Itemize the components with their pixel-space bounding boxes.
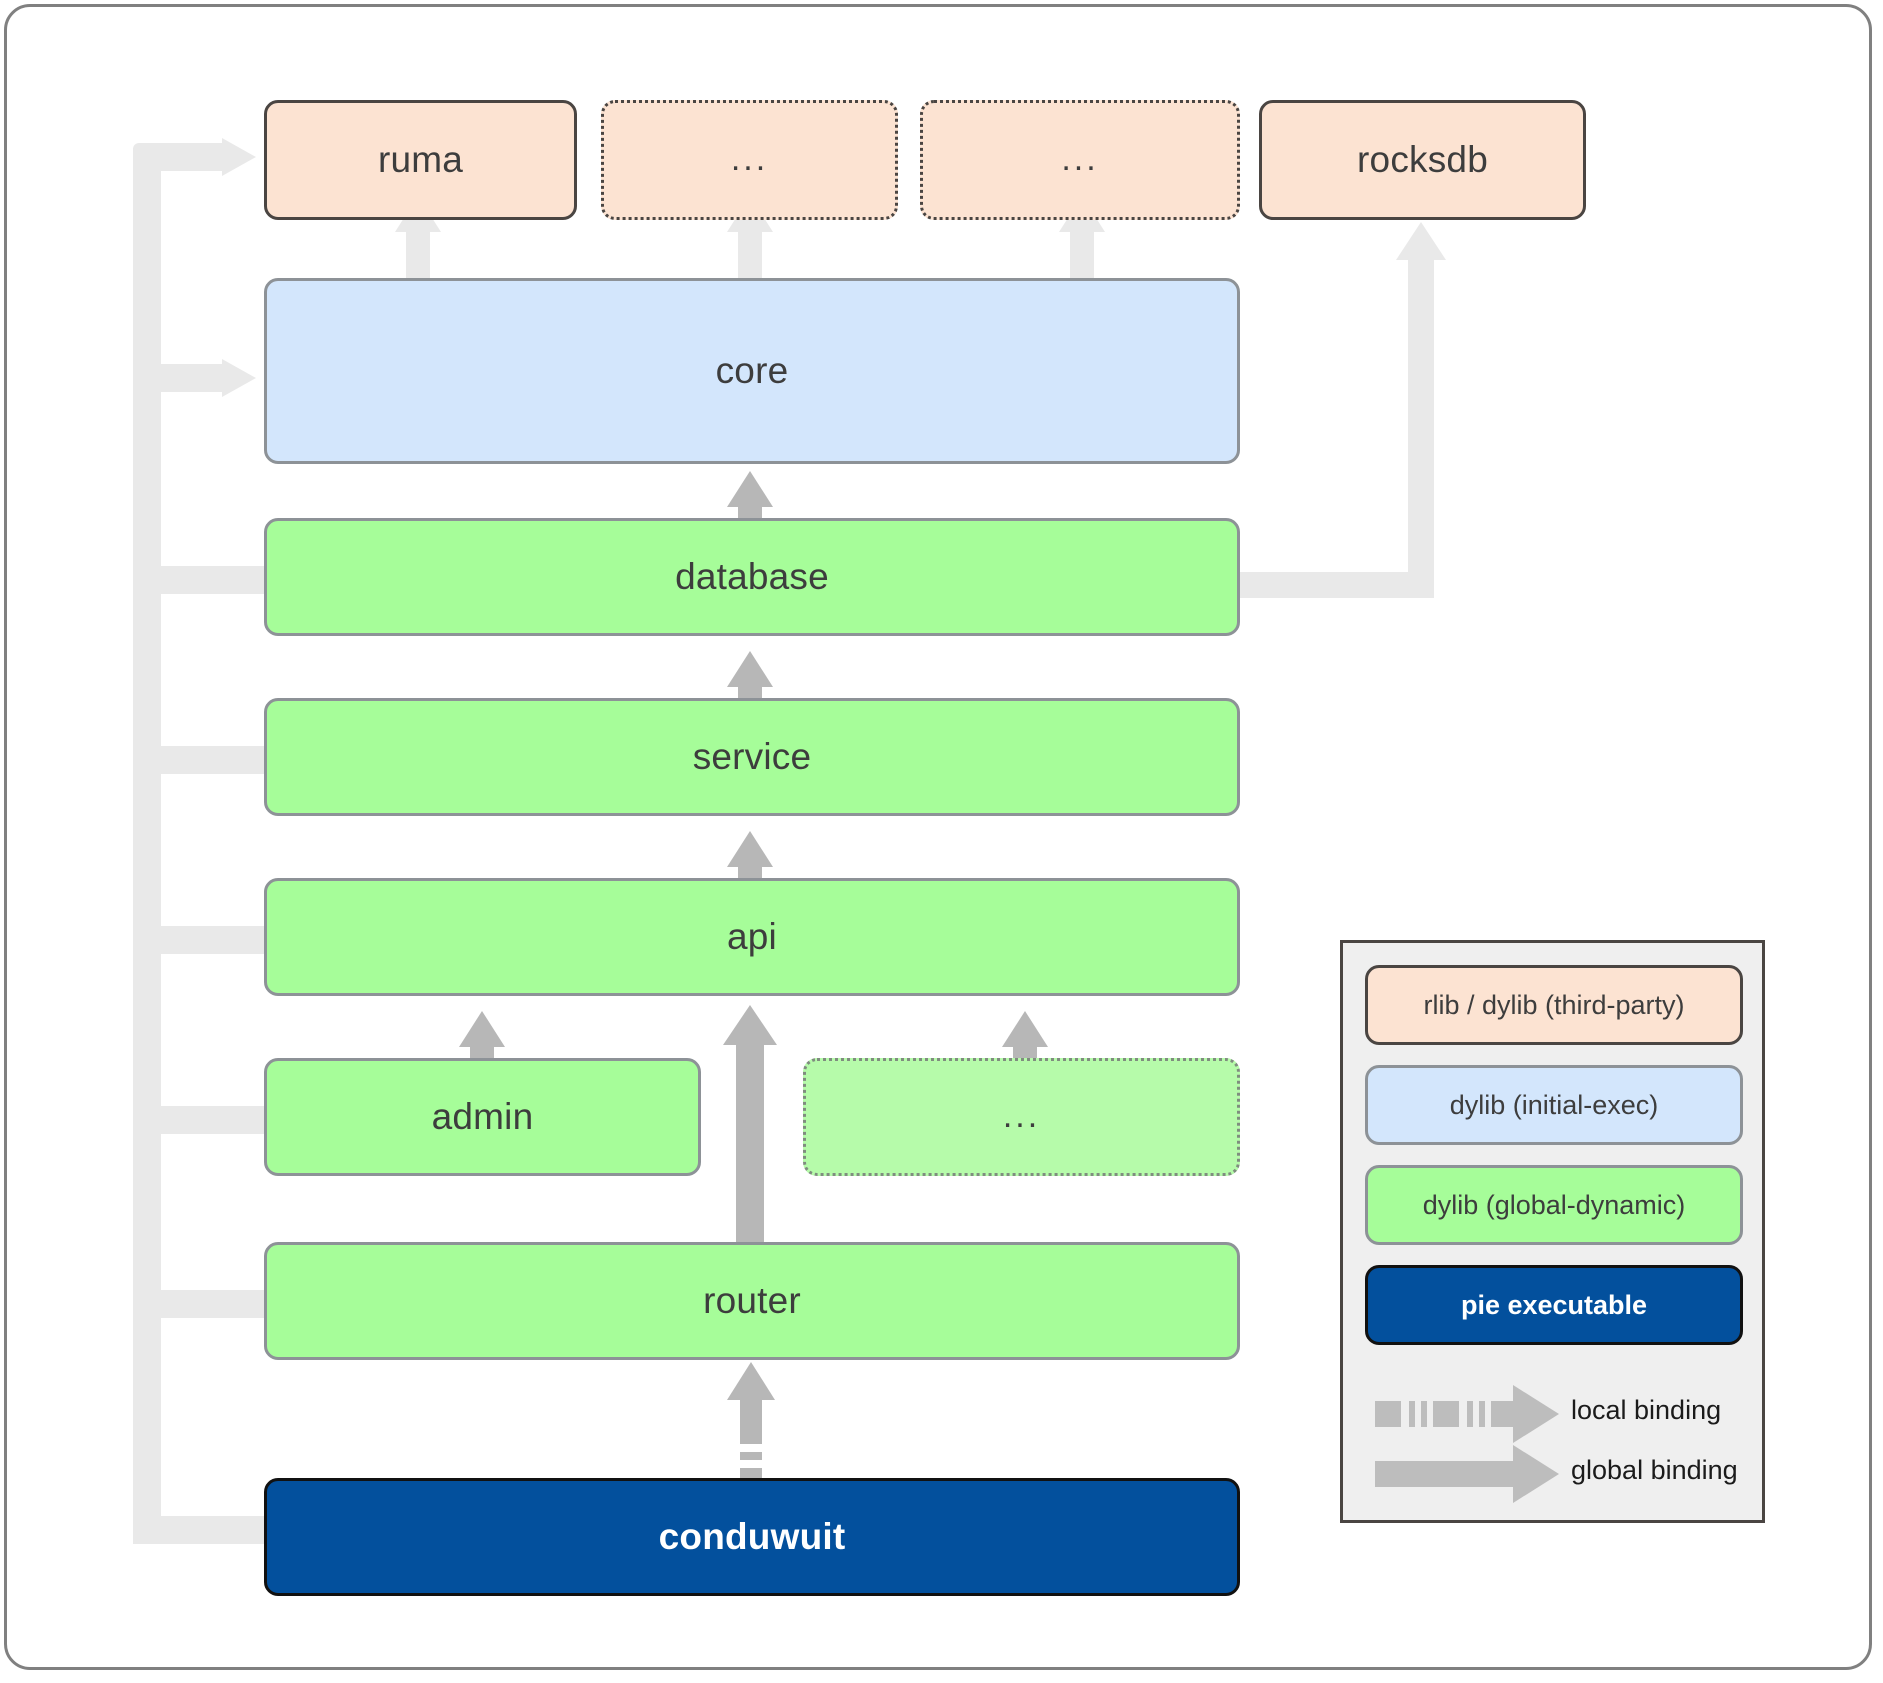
node-admin-label: admin — [431, 1096, 534, 1137]
legend-binding-local: local binding — [1361, 1383, 1751, 1443]
node-router[interactable]: router — [264, 1242, 1240, 1360]
node-ruma[interactable]: ruma — [264, 100, 577, 220]
node-rocksdb[interactable]: rocksdb — [1259, 100, 1586, 220]
arrow-database-to-rocksdb-head — [1396, 222, 1446, 260]
local-binding-dash-6 — [1479, 1401, 1485, 1427]
node-ruma-label: ruma — [377, 139, 464, 180]
local-binding-dash-1 — [1375, 1401, 1401, 1427]
local-binding-dash-5 — [1467, 1401, 1473, 1427]
node-rocksdb-label: rocksdb — [1357, 139, 1488, 180]
bus-arrow-core — [222, 359, 256, 397]
legend-panel: rlib / dylib (third-party) dylib (initia… — [1340, 940, 1765, 1523]
bus-branch-core — [155, 364, 230, 392]
bus-arrow-ruma — [222, 138, 256, 176]
arrow-database-to-core-head — [727, 471, 773, 507]
legend-item-global-dynamic: dylib (global-dynamic) — [1365, 1165, 1743, 1245]
global-binding-arrow-head — [1513, 1445, 1559, 1503]
node-admin[interactable]: admin — [264, 1058, 701, 1176]
node-core-label: core — [715, 350, 789, 391]
bus-branch-router — [155, 1290, 275, 1318]
node-conduwuit-label: conduwuit — [658, 1516, 846, 1557]
legend-item-third-party-label: rlib / dylib (third-party) — [1423, 989, 1685, 1020]
node-database-label: database — [675, 556, 829, 597]
arrow-core-to-ellipsis1-shaft — [738, 225, 762, 280]
local-binding-dash-4 — [1433, 1401, 1459, 1427]
legend-item-initial-exec: dylib (initial-exec) — [1365, 1065, 1743, 1145]
node-ellipsis-3[interactable]: ... — [803, 1058, 1240, 1176]
bus-branch-ruma — [155, 143, 230, 171]
arrow-conduwuit-to-router-shaft — [740, 1396, 762, 1444]
local-binding-dash-7 — [1491, 1401, 1515, 1427]
node-service[interactable]: service — [264, 698, 1240, 816]
arrow-core-to-ruma-shaft — [406, 225, 430, 280]
arrow-router-to-api-head — [723, 1005, 777, 1045]
node-ellipsis-1[interactable]: ... — [601, 100, 898, 220]
node-ellipsis-1-label: ... — [730, 140, 769, 179]
legend-binding-global: global binding — [1361, 1443, 1751, 1503]
local-binding-dash-3 — [1421, 1401, 1427, 1427]
node-database[interactable]: database — [264, 518, 1240, 636]
node-ellipsis-3-label: ... — [1002, 1097, 1041, 1136]
legend-binding-local-label: local binding — [1571, 1395, 1722, 1425]
bus-trunk-vertical — [133, 143, 161, 1544]
node-ellipsis-2[interactable]: ... — [920, 100, 1240, 220]
arrow-router-to-api-shaft — [736, 1040, 764, 1245]
legend-item-pie-executable: pie executable — [1365, 1265, 1743, 1345]
node-core[interactable]: core — [264, 278, 1240, 464]
arrow-admin-to-api-head — [459, 1011, 505, 1047]
legend-binding-global-label: global binding — [1571, 1455, 1738, 1485]
node-ellipsis-2-label: ... — [1061, 140, 1099, 179]
legend-item-global-dynamic-label: dylib (global-dynamic) — [1422, 1189, 1686, 1220]
bus-branch-to-conduwuit — [133, 1516, 275, 1544]
legend-item-initial-exec-label: dylib (initial-exec) — [1449, 1089, 1659, 1120]
arrow-service-to-database-head — [727, 651, 773, 687]
bus-branch-service — [155, 746, 275, 774]
bus-branch-api — [155, 926, 275, 954]
arrow-conduwuit-to-router-dash1 — [740, 1452, 762, 1460]
arrow-database-to-rocksdb-v — [1408, 253, 1434, 598]
legend-item-third-party: rlib / dylib (third-party) — [1365, 965, 1743, 1045]
node-service-label: service — [692, 736, 812, 777]
node-conduwuit[interactable]: conduwuit — [264, 1478, 1240, 1596]
arrow-ellipsis3-to-api-head — [1002, 1011, 1048, 1047]
arrow-conduwuit-to-router-head — [727, 1362, 775, 1400]
node-router-label: router — [703, 1280, 801, 1321]
arrow-database-to-rocksdb-h — [1230, 572, 1422, 598]
bus-branch-database — [155, 566, 275, 594]
arrow-api-to-service-head — [727, 831, 773, 867]
global-binding-arrow-body — [1375, 1461, 1515, 1487]
local-binding-dash-2 — [1409, 1401, 1415, 1427]
legend-item-pie-executable-label: pie executable — [1460, 1289, 1648, 1320]
bus-branch-admin — [155, 1106, 275, 1134]
node-api-label: api — [727, 916, 777, 957]
local-binding-arrow-head — [1513, 1385, 1559, 1443]
node-api[interactable]: api — [264, 878, 1240, 996]
arrow-core-to-ellipsis2-shaft — [1070, 225, 1094, 280]
